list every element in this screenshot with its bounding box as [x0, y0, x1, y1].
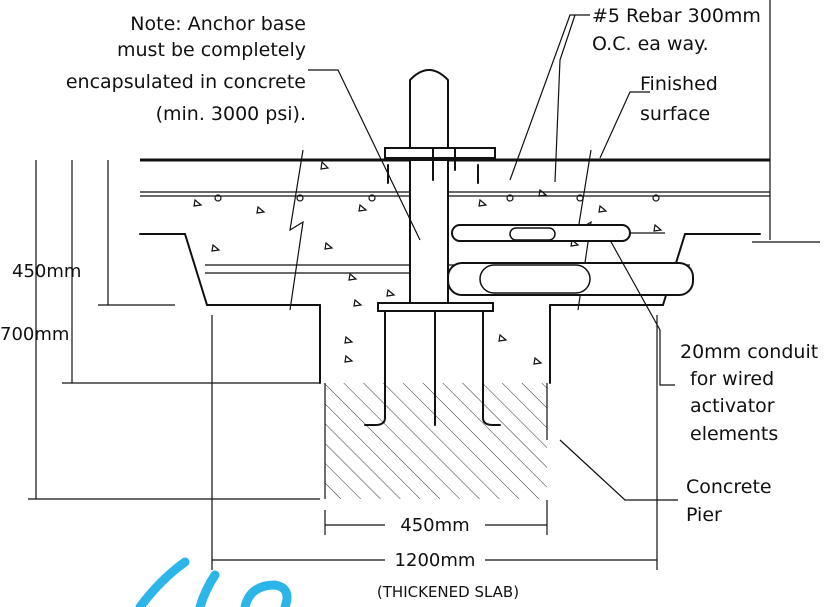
- dim-label-450-vertical: 450mm: [12, 261, 81, 282]
- note-anchor-line-4: (min. 3000 psi).: [156, 103, 306, 125]
- note-rebar-line-2: O.C. ea way.: [592, 33, 709, 55]
- note-conduit-line-2: for wired: [690, 368, 774, 390]
- brand-logo-fragment: [135, 557, 292, 607]
- leader-lines: [308, 0, 820, 501]
- note-conduit-line-4: elements: [690, 423, 778, 445]
- note-anchor-line-3: encapsulated in concrete: [66, 71, 306, 93]
- dim-label-overall-width: 1200mm: [395, 550, 476, 571]
- dim-450-vertical: [98, 160, 175, 306]
- concrete-aggregate: [193, 160, 663, 365]
- caption: (THICKENED SLAB): [377, 583, 519, 601]
- note-conduit-line-3: activator: [690, 395, 775, 417]
- note-conduit-line-1: 20mm conduit: [680, 341, 818, 363]
- dim-label-pier-width: 450mm: [400, 515, 469, 536]
- dim-label-700-vertical: 700mm: [0, 324, 69, 345]
- rebar-dots: [214, 194, 660, 202]
- note-surface-line-2: surface: [640, 103, 710, 125]
- dim-700-vertical: [28, 160, 320, 500]
- note-anchor-line-1: Note: Anchor base: [130, 13, 306, 35]
- note-pier-line-2: Pier: [686, 504, 722, 526]
- post-assembly: [364, 69, 501, 426]
- break-line-left: [289, 149, 304, 311]
- note-surface-line-1: Finished: [640, 73, 718, 95]
- note-anchor-line-2: must be completely: [117, 39, 306, 61]
- note-pier-line-1: Concrete: [686, 476, 772, 498]
- note-rebar-line-1: #5 Rebar 300mm: [592, 5, 761, 27]
- conduits: [447, 224, 694, 296]
